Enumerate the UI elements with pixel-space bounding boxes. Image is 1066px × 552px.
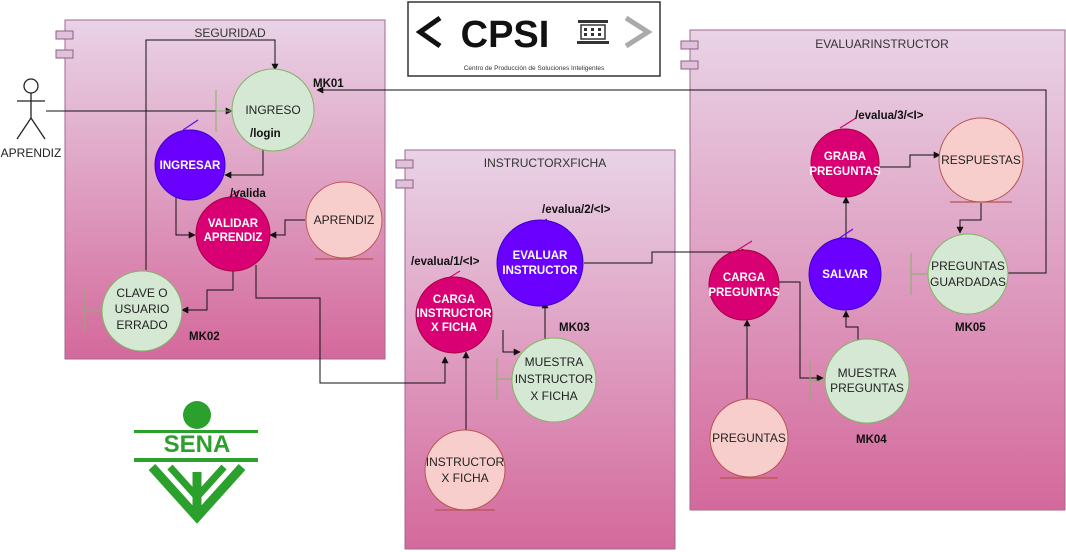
validar-label-2: APRENDIZ xyxy=(204,232,263,244)
edge-carga-muestra xyxy=(502,330,521,356)
package-title-evaluarinstructor: EVALUARINSTRUCTOR xyxy=(815,37,949,51)
mk01-label: MK01 xyxy=(313,78,344,90)
entity-instructor-ficha[interactable]: INSTRUCTOR X FICHA xyxy=(424,429,506,511)
ingreso-label: INGRESO xyxy=(245,103,300,117)
evaluar-label-1: EVALUAR xyxy=(513,250,568,262)
edge-evaluar-cargapreg xyxy=(584,248,749,264)
preguntas-entity-label: PREGUNTAS xyxy=(712,431,786,445)
carga-instructor-label-1: CARGA xyxy=(433,294,475,306)
boundary-clave[interactable]: CLAVE O USUARIO ERRADO xyxy=(84,270,183,352)
control-carga-instructor[interactable]: CARGA INSTRUCTOR X FICHA xyxy=(415,270,493,354)
edge-clave-ingreso xyxy=(145,39,279,270)
route-evalua-2: /evalua/2/<I> xyxy=(542,204,611,216)
edge-muestrapreg-salvar xyxy=(842,310,859,340)
route-valida: /valida xyxy=(230,188,266,200)
control-salvar[interactable]: SALVAR xyxy=(808,228,882,311)
mk02-label: MK02 xyxy=(189,331,220,343)
edge-respuestas-guardadas xyxy=(956,203,982,234)
mk03-label: MK03 xyxy=(559,322,590,334)
muestra-preguntas-label-1: MUESTRA xyxy=(838,366,897,380)
boundary-muestra-instructor[interactable]: MUESTRA INSTRUCTOR X FICHA xyxy=(496,337,597,423)
carga-instructor-label-3: X FICHA xyxy=(431,322,477,334)
edge-ingreso-ingresar xyxy=(224,148,264,179)
package-title-instructorxficha: INSTRUCTORXFICHA xyxy=(484,156,606,170)
cpsi-title: CPSI xyxy=(461,14,550,56)
carga-preguntas-label-1: CARGA xyxy=(723,272,765,284)
edge-cargapreg-muestrapreg xyxy=(778,281,824,382)
sena-text: SENA xyxy=(164,431,231,458)
muestra-instructor-label-1: MUESTRA xyxy=(525,355,584,369)
ingresar-label: INGRESAR xyxy=(160,160,221,172)
aprendiz-entity-label: APRENDIZ xyxy=(314,213,375,227)
route-evalua-3: /evalua/3/<I> xyxy=(855,110,924,122)
boundary-ingreso[interactable]: INGRESO xyxy=(215,68,315,152)
instructor-entity-label-1: INSTRUCTOR xyxy=(426,455,505,469)
building-icon xyxy=(577,20,609,44)
edges xyxy=(46,39,1047,430)
mk05-label: MK05 xyxy=(955,322,986,334)
instructor-entity-label-2: X FICHA xyxy=(441,471,488,485)
clave-label-2: USUARIO xyxy=(115,302,170,316)
edge-aprendiz-validar xyxy=(269,219,305,239)
cpsi-subtitle: Centro de Producción de Soluciones Intel… xyxy=(464,65,605,72)
graba-label-1: GRABA xyxy=(824,151,866,163)
cpsi-logo: CPSI Centro de Producción de Soluciones … xyxy=(407,1,661,77)
edge-validar-carga xyxy=(255,265,449,384)
preguntas-guardadas-label-1: PREGUNTAS xyxy=(931,259,1005,273)
salvar-label: SALVAR xyxy=(822,269,868,281)
boundary-preguntas-guardadas[interactable]: PREGUNTAS GUARDADAS xyxy=(910,233,1009,315)
edge-ingresar-validar xyxy=(175,195,196,239)
sena-logo: SENA xyxy=(134,401,258,524)
package-title-seguridad: SEGURIDAD xyxy=(194,26,266,40)
actor-aprendiz xyxy=(16,78,46,140)
carga-instructor-label-2: INSTRUCTOR xyxy=(416,308,492,320)
muestra-instructor-label-3: X FICHA xyxy=(530,389,577,403)
muestra-preguntas-label-2: PREGUNTAS xyxy=(830,381,904,395)
entity-respuestas[interactable]: RESPUESTAS xyxy=(938,117,1024,203)
muestra-instructor-label-2: INSTRUCTOR xyxy=(515,372,594,386)
control-carga-preguntas[interactable]: CARGA PREGUNTAS xyxy=(708,240,780,321)
edge-graba-respuestas xyxy=(880,151,941,168)
actor-label: APRENDIZ xyxy=(1,146,62,160)
clave-label-1: CLAVE O xyxy=(116,286,167,300)
entity-preguntas[interactable]: PREGUNTAS xyxy=(709,398,789,479)
boundary-muestra-preguntas[interactable]: MUESTRA PREGUNTAS xyxy=(809,338,910,424)
control-evaluar-instructor[interactable]: EVALUAR INSTRUCTOR xyxy=(496,218,584,307)
control-graba-preguntas[interactable]: GRABA PREGUNTAS xyxy=(809,117,881,198)
control-validar[interactable]: VALIDAR APRENDIZ xyxy=(195,189,271,272)
graba-label-2: PREGUNTAS xyxy=(809,166,881,178)
entity-aprendiz[interactable]: APRENDIZ xyxy=(305,181,383,260)
route-login: /login xyxy=(250,128,281,140)
edge-validar-clave xyxy=(181,270,234,314)
carga-preguntas-label-2: PREGUNTAS xyxy=(708,287,780,299)
mk04-label: MK04 xyxy=(856,434,887,446)
preguntas-guardadas-label-2: GUARDADAS xyxy=(930,275,1006,289)
clave-label-3: ERRADO xyxy=(116,318,167,332)
route-evalua-1: /evalua/1/<I> xyxy=(411,256,480,268)
control-ingresar[interactable]: INGRESAR xyxy=(154,119,226,201)
validar-label-1: VALIDAR xyxy=(208,218,259,230)
edge-guardadas-ingreso xyxy=(316,86,1047,274)
evaluar-label-2: INSTRUCTOR xyxy=(502,265,578,277)
respuestas-label: RESPUESTAS xyxy=(941,153,1021,167)
